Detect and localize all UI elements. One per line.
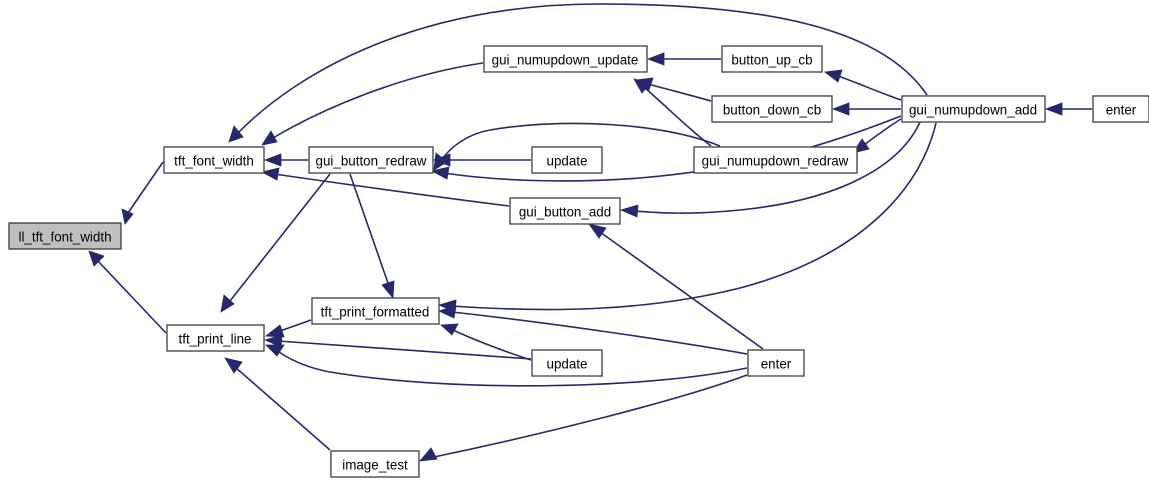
node-label-tft_print_line: tft_print_line — [179, 332, 252, 347]
edge-gui_numupdown_redraw-to-gui_button_redraw — [433, 122, 721, 171]
edge-gui_button_redraw-to-tft_print_formatted — [349, 173, 395, 300]
edge-gui_numupdown_add-to-gui_button_add — [619, 121, 921, 218]
node-label-update-bottom: update — [547, 357, 588, 372]
node-box-gui_numupdown_redraw[interactable] — [693, 146, 858, 174]
node-update-bottom[interactable]: update — [531, 349, 603, 377]
node-label-gui_numupdown_redraw: gui_numupdown_redraw — [702, 154, 849, 169]
node-label-enter-top: enter — [1106, 103, 1137, 118]
node-label-button_up_cb: button_up_cb — [731, 53, 812, 68]
edge-tft_print_line-to-ll_tft_font_width — [88, 250, 167, 334]
edge-gui_numupdown_add-to-gui_button_redraw — [430, 115, 902, 182]
node-box-button_down_cb[interactable] — [711, 95, 833, 123]
node-label-tft_font_width: tft_font_width — [174, 154, 254, 169]
node-box-enter-bottom[interactable] — [747, 349, 805, 377]
edge-gui_button_redraw-to-tft_print_line — [220, 173, 331, 313]
edge-update_bottom-to-tft_print_line — [263, 334, 532, 360]
node-box-enter-top[interactable] — [1092, 95, 1149, 123]
node-gui_button_add[interactable]: gui_button_add — [509, 197, 621, 225]
edge-gui_numupdown_add-to-button_up_cb — [823, 69, 902, 101]
node-box-gui_button_add[interactable] — [509, 197, 621, 225]
node-label-gui_button_redraw: gui_button_redraw — [316, 154, 427, 169]
node-label-update-top: update — [547, 154, 588, 169]
edge-update_top-to-gui_button_redraw — [432, 153, 531, 167]
edge-enter_bottom-to-tft_print_formatted — [437, 305, 748, 355]
node-box-gui_numupdown_add[interactable] — [901, 95, 1046, 123]
node-box-image_test[interactable] — [330, 450, 420, 478]
edge-tft_print_formatted-to-tft_print_line — [264, 319, 312, 338]
edge-layer — [88, 3, 1092, 462]
node-gui_numupdown_update[interactable]: gui_numupdown_update — [483, 45, 648, 73]
node-box-tft_print_line[interactable] — [166, 324, 265, 352]
edge-gui_numupdown_redraw-to-gui_numupdown_update — [633, 78, 712, 147]
node-button_down_cb[interactable]: button_down_cb — [711, 95, 833, 123]
node-label-button_down_cb: button_down_cb — [723, 103, 821, 118]
edge-enter_bottom-to-tft_print_line — [265, 344, 748, 387]
node-enter-bottom[interactable]: enter — [747, 349, 805, 377]
node-tft_print_formatted[interactable]: tft_print_formatted — [311, 297, 440, 325]
node-gui_button_redraw[interactable]: gui_button_redraw — [308, 146, 434, 174]
node-box-update-bottom[interactable] — [531, 349, 603, 377]
node-box-button_up_cb[interactable] — [721, 45, 823, 73]
node-label-enter-bottom: enter — [761, 357, 792, 372]
node-button_up_cb[interactable]: button_up_cb — [721, 45, 823, 73]
node-box-gui_button_redraw[interactable] — [308, 146, 434, 174]
node-label-ll_tft_font_width: ll_tft_font_width — [18, 230, 111, 245]
node-enter-top[interactable]: enter — [1092, 95, 1149, 123]
node-label-gui_numupdown_add: gui_numupdown_add — [909, 103, 1037, 118]
edge-enter_top-to-gui_numupdown_add — [1044, 102, 1092, 116]
node-box-tft_font_width[interactable] — [163, 146, 265, 174]
edge-gui_numupdown_update-to-tft_font_width — [261, 62, 484, 146]
node-ll_tft_font_width[interactable]: ll_tft_font_width — [8, 222, 122, 250]
node-box-gui_numupdown_update[interactable] — [483, 45, 648, 73]
node-box-update-top[interactable] — [531, 146, 603, 174]
edge-gui_button_add-to-tft_font_width — [260, 167, 510, 207]
edge-enter_bottom-to-gui_button_add — [588, 223, 764, 350]
edge-tft_font_width-to-ll_tft_font_width — [121, 161, 164, 225]
node-box-tft_print_formatted[interactable] — [311, 297, 440, 325]
node-gui_numupdown_add[interactable]: gui_numupdown_add — [901, 95, 1046, 123]
node-image_test[interactable]: image_test — [330, 450, 420, 478]
edge-button_up_cb-to-gui_numupdown_update — [646, 52, 721, 66]
node-label-image_test: image_test — [342, 458, 408, 473]
node-update-top[interactable]: update — [531, 146, 603, 174]
edge-enter_bottom-to-image_test — [419, 374, 748, 462]
node-label-gui_numupdown_update: gui_numupdown_update — [492, 53, 639, 68]
edge-gui_numupdown_add-to-tft_print_formatted — [437, 122, 937, 313]
edge-gui_numupdown_add-to-gui_numupdown_redraw — [852, 118, 902, 154]
node-gui_numupdown_redraw[interactable]: gui_numupdown_redraw — [693, 146, 858, 174]
node-tft_font_width[interactable]: tft_font_width — [163, 146, 265, 174]
node-box-ll_tft_font_width[interactable] — [8, 222, 122, 250]
edge-gui_button_redraw-to-tft_font_width — [263, 153, 308, 167]
node-tft_print_line[interactable]: tft_print_line — [166, 324, 265, 352]
edge-image_test-to-tft_print_line — [224, 357, 331, 451]
node-label-tft_print_formatted: tft_print_formatted — [321, 305, 430, 320]
edge-gui_numupdown_add-to-tft_font_width — [228, 3, 928, 143]
edge-gui_numupdown_add-to-button_down_cb — [831, 102, 901, 116]
node-label-gui_button_add: gui_button_add — [519, 205, 611, 220]
node-layer: ll_tft_font_width tft_font_width gui_but… — [8, 45, 1149, 478]
edge-update_bottom-to-tft_print_formatted — [440, 323, 532, 361]
